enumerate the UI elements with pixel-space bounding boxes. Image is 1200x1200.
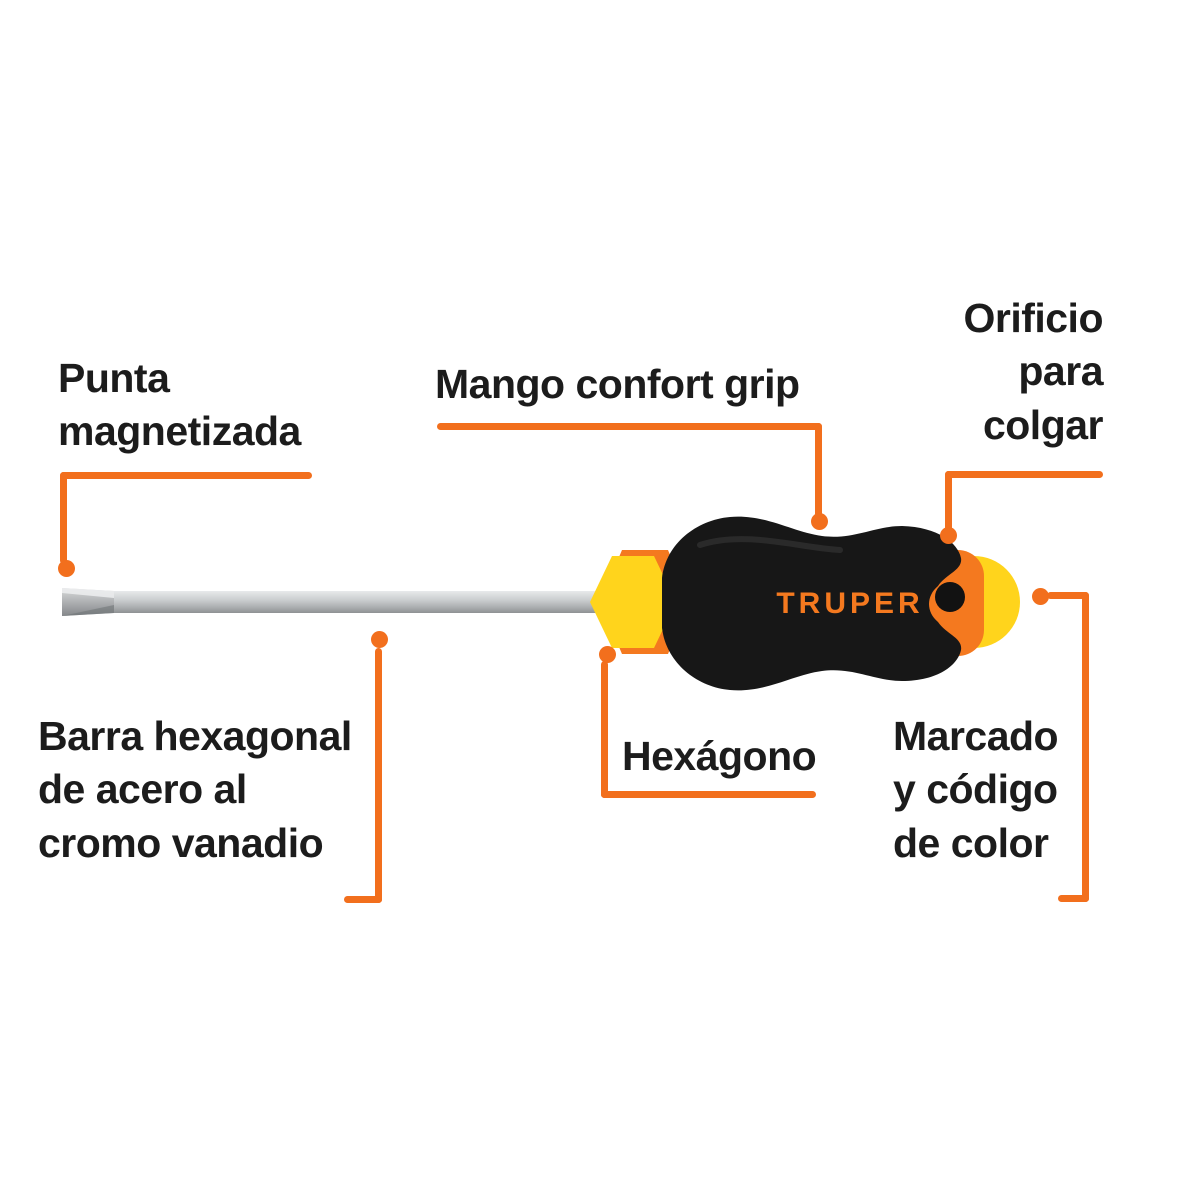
callout-line-orificio-horizontal xyxy=(945,471,1103,478)
label-line: cromo vanadio xyxy=(38,819,324,866)
label-barra-hexagonal: Barra hexagonal de acero al cromo vanadi… xyxy=(38,710,352,870)
label-line: Punta xyxy=(58,355,170,401)
callout-line-mango-horizontal xyxy=(437,423,822,430)
label-line: de acero al xyxy=(38,766,247,813)
tip-shadow xyxy=(62,605,114,616)
tip-highlight xyxy=(62,588,114,598)
callout-line-barra-horizontal xyxy=(344,896,382,903)
label-line: Barra hexagonal xyxy=(38,713,352,759)
label-line: Hexágono xyxy=(622,733,817,779)
label-punta-magnetizada: Punta magnetizada xyxy=(58,352,301,459)
label-orificio-para-colgar: Orificio para colgar xyxy=(903,292,1103,452)
label-line: magnetizada xyxy=(58,408,301,455)
handle-sheen xyxy=(697,536,843,553)
callout-line-hexagono-vertical xyxy=(601,661,608,798)
callout-line-marcado-top xyxy=(1047,592,1089,599)
callout-line-punta-vertical xyxy=(60,472,67,564)
label-line: Mango confort grip xyxy=(435,361,800,407)
brand-logo: TRUPER xyxy=(776,587,923,620)
callout-dot-punta xyxy=(58,560,75,577)
callout-line-marcado-vertical xyxy=(1082,592,1089,902)
label-marcado-codigo-color: Marcado y código de color xyxy=(893,710,1059,870)
label-mango-confort-grip: Mango confort grip xyxy=(435,358,800,411)
screwdriver: TRUPER xyxy=(62,516,1020,691)
callout-dot-barra xyxy=(371,631,388,648)
label-line: para xyxy=(1018,348,1103,395)
ferrule-icon xyxy=(590,556,676,648)
label-line: Marcado xyxy=(893,713,1059,759)
label-line: de color xyxy=(893,819,1049,866)
label-hexagono: Hexágono xyxy=(622,730,817,783)
label-line: y código xyxy=(893,766,1058,813)
screwdriver-shaft xyxy=(100,591,612,613)
handle xyxy=(662,516,962,691)
hang-hole-icon xyxy=(935,582,965,612)
callout-dot-marcado xyxy=(1032,588,1049,605)
callout-line-punta-horizontal xyxy=(60,472,312,479)
callout-line-barra-vertical xyxy=(375,648,382,903)
callout-line-hexagono-horizontal xyxy=(601,791,816,798)
callout-dot-hexagono xyxy=(599,646,616,663)
callout-dot-orificio xyxy=(940,527,957,544)
label-line: Orificio xyxy=(963,295,1103,341)
callout-line-mango-vertical xyxy=(815,423,822,519)
callout-line-orificio-vertical xyxy=(945,471,952,531)
label-line: colgar xyxy=(982,401,1104,448)
callout-line-marcado-bottom xyxy=(1058,895,1089,902)
callout-dot-mango xyxy=(811,513,828,530)
